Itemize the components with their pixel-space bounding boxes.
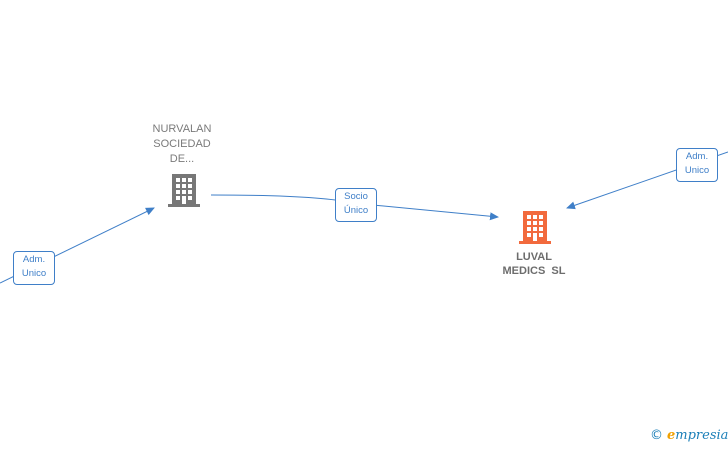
edge-label-adm-left[interactable]: Adm. Unico — [13, 251, 55, 285]
node-label-line: NURVALAN — [152, 123, 212, 135]
edge-label-line: Unico — [684, 165, 710, 176]
node-label-line: SOCIEDAD — [153, 138, 211, 150]
edge-label-line: Socio — [344, 191, 368, 202]
brand-initial: e — [667, 428, 676, 443]
node-label-luval[interactable]: LUVAL MEDICS SL — [484, 250, 584, 278]
building-icon[interactable] — [168, 172, 200, 208]
node-label-nurvalan[interactable]: NURVALAN SOCIEDAD DE... — [132, 122, 232, 167]
building-icon[interactable] — [519, 209, 551, 245]
edge-label-adm-right[interactable]: Adm. Unico — [676, 148, 718, 182]
empresia-watermark: © empresia — [650, 428, 728, 443]
copyright-icon: © — [650, 428, 663, 443]
brand-text: mpresia — [675, 428, 728, 443]
edge-label-line: Único — [343, 205, 369, 216]
node-label-line: LUVAL — [516, 251, 552, 263]
edge-label-line: Adm. — [22, 254, 46, 265]
edge-label-line: Unico — [21, 268, 47, 279]
node-label-line: DE... — [169, 153, 195, 165]
edge-label-line: Adm. — [685, 151, 709, 162]
node-label-line: MEDICS SL — [502, 265, 566, 277]
edge-label-socio[interactable]: Socio Único — [335, 188, 377, 222]
